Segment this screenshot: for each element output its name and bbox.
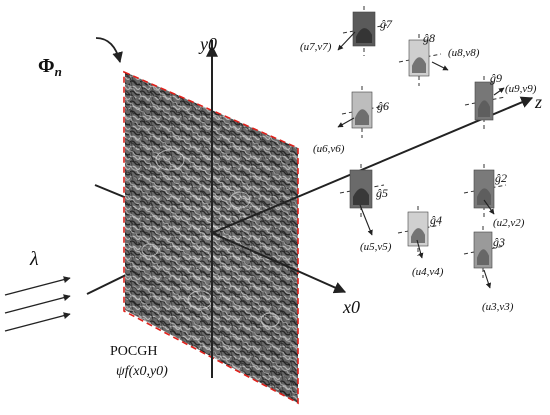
wavelength-label: λ	[29, 248, 39, 270]
incident-light-arrows	[4, 276, 71, 332]
image-direction-arrow	[337, 31, 356, 51]
image-g-label: ĝ6	[377, 99, 389, 113]
reconstructed-image-2: ĝ8 (u8,v8)	[398, 31, 480, 86]
image-g-label: ĝ8	[423, 31, 435, 45]
image-direction-arrow	[431, 61, 449, 71]
x-axis	[211, 232, 347, 294]
z-axis-label: z	[534, 92, 542, 112]
image-direction-arrow	[493, 87, 505, 96]
image-content	[356, 28, 372, 43]
reconstructed-image-7: ĝ2 (u2,v2)	[463, 164, 525, 229]
image-content	[412, 57, 426, 73]
image-g-label: ĝ2	[495, 171, 507, 185]
image-coordinate-label: (u2,v2)	[493, 217, 525, 229]
image-direction-arrow	[416, 239, 424, 259]
image-coordinate-label: (u8,v8)	[448, 47, 480, 59]
image-g-label: ĝ3	[493, 235, 505, 249]
hologram-label: POCGH	[110, 344, 157, 359]
image-direction-arrow	[337, 117, 355, 128]
image-content	[353, 188, 369, 205]
phase-arrow	[95, 37, 123, 64]
phase-label: Φn	[38, 55, 62, 79]
image-direction-arrow	[359, 204, 373, 236]
x-axis-label: x0	[342, 297, 360, 317]
reconstructed-images: ĝ7 (u7,v7) ĝ8 (u8,v8) ĝ9(u9,v9) ĝ6 (u6,v6) ĝ5 (u…	[300, 6, 537, 313]
image-coordinate-label: (u5,v5)	[360, 241, 392, 253]
image-content	[411, 228, 425, 243]
reconstructed-image-8: ĝ3 (u3,v3)	[463, 226, 514, 313]
image-content	[477, 188, 491, 205]
reconstructed-image-1: ĝ7 (u7,v7)	[300, 6, 393, 56]
image-content	[477, 249, 489, 265]
image-coordinate-label: (u9,v9)	[505, 83, 537, 95]
image-coordinate-label: (u6,v6)	[313, 143, 345, 155]
phase-symbol: Φn	[38, 55, 62, 79]
image-direction-arrow	[483, 199, 495, 215]
image-coordinate-label: (u7,v7)	[300, 41, 332, 53]
hologram-dashed-frame	[123, 70, 299, 405]
y-axis-label: y0	[198, 34, 217, 54]
reconstructed-image-6: ĝ4 (u4,v4)	[397, 206, 444, 278]
image-g-label: ĝ4	[430, 213, 442, 227]
image-content	[478, 100, 490, 117]
image-content	[355, 109, 369, 125]
image-coordinate-label: (u4,v4)	[412, 266, 444, 278]
axes-front	[206, 44, 534, 378]
reconstructed-image-4: ĝ6 (u6,v6)	[313, 86, 389, 155]
image-g-label: ĝ7	[380, 17, 393, 31]
reconstructed-image-5: ĝ5 (u5,v5)	[339, 164, 392, 253]
image-coordinate-label: (u3,v3)	[482, 301, 514, 313]
z-axis	[211, 96, 534, 234]
image-g-label: ĝ5	[376, 186, 388, 200]
reconstructed-image-3: ĝ9(u9,v9)	[464, 71, 537, 130]
image-g-label: ĝ9	[490, 71, 502, 85]
hologram-function: ψf(x0,y0)	[116, 364, 168, 379]
image-direction-arrow	[483, 269, 492, 289]
